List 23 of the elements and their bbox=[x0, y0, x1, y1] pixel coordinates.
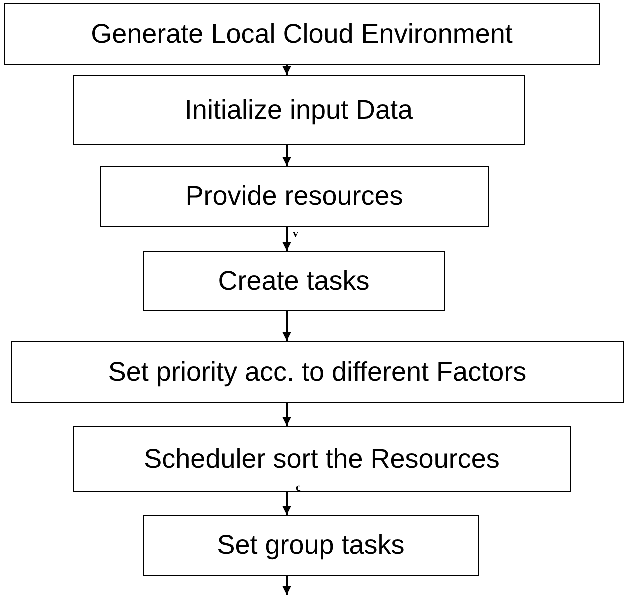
step-label: Initialize input Data bbox=[184, 94, 414, 126]
step-label: Create tasks bbox=[218, 266, 370, 296]
arrow bbox=[282, 403, 292, 426]
arrow bbox=[282, 492, 292, 515]
step-label: Provide resources bbox=[186, 181, 404, 212]
process-box bbox=[143, 251, 445, 311]
arrow bbox=[282, 65, 292, 75]
process-box bbox=[73, 75, 525, 145]
arrow bbox=[282, 576, 292, 595]
stray-mark: c bbox=[296, 483, 301, 494]
arrow bbox=[282, 227, 292, 251]
stray-mark: v bbox=[293, 229, 298, 240]
step-label: Set priority acc. to different Factors bbox=[108, 356, 527, 388]
process-box bbox=[100, 166, 489, 227]
arrow bbox=[282, 145, 292, 166]
process-box bbox=[11, 341, 624, 403]
process-box bbox=[73, 426, 571, 492]
step-label: Generate Local Cloud Environment bbox=[91, 18, 513, 50]
process-box bbox=[4, 3, 600, 65]
step-label: Scheduler sort the Resources bbox=[144, 444, 500, 474]
step-label: Set group tasks bbox=[217, 530, 405, 561]
arrow bbox=[282, 311, 292, 341]
process-box bbox=[143, 515, 479, 576]
